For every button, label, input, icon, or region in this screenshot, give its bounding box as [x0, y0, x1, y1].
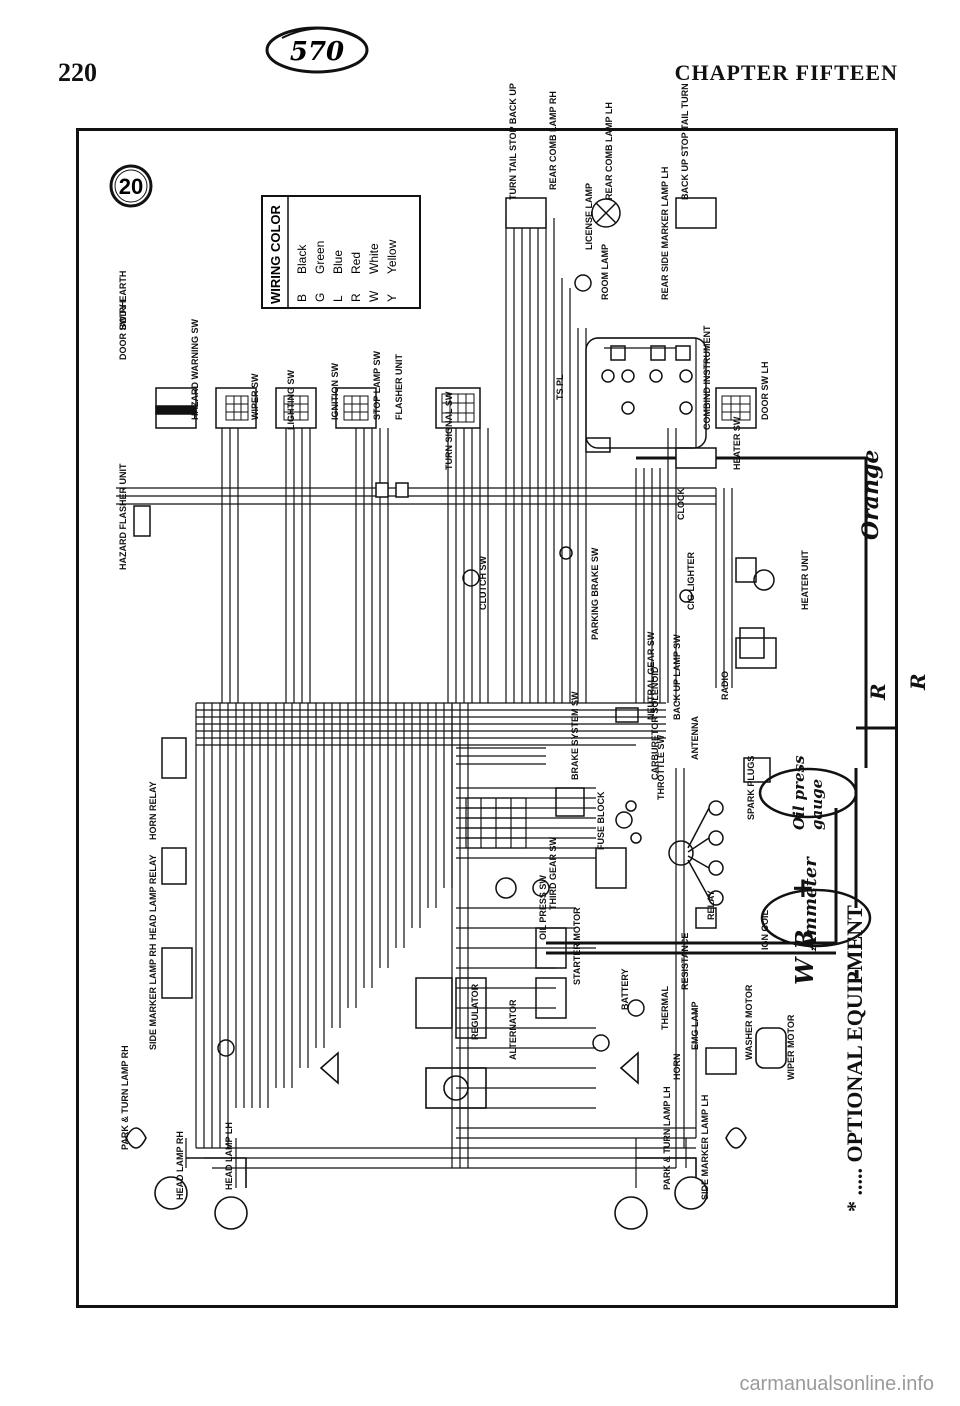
legend-color-name: Black [295, 244, 309, 274]
washer-motor [755, 1027, 787, 1069]
asterisk-marker: * ..... [842, 1162, 867, 1212]
handwritten-plus: + [786, 876, 819, 900]
fuse-block [465, 797, 527, 849]
component-label: HEAD LAMP RH [175, 1131, 185, 1200]
component-label: RELAY [706, 890, 716, 920]
page-number: 220 [58, 58, 97, 87]
component-label: WASHER MOTOR [744, 984, 754, 1060]
component-label: REAR COMB LAMP LH [604, 102, 614, 200]
chapter-title: CHAPTER FIFTEEN [674, 60, 898, 85]
component-label: FLASHER UNIT [394, 354, 404, 420]
legend-color-name: Blue [331, 250, 345, 274]
handwritten-gauges [758, 767, 872, 948]
component-label: PARK & TURN LAMP RH [120, 1045, 130, 1150]
component-label: PARKING BRAKE SW [590, 547, 600, 640]
optional-equipment-label: OPTIONAL EQUIPMENT [842, 905, 867, 1163]
handwritten-r1: R [866, 683, 890, 700]
component-label: TURN TAIL STOP BACK UP [508, 83, 518, 200]
component-label: BATTERY [620, 968, 630, 1011]
legend-color-name: Yellow [385, 239, 399, 274]
component-label: STARTER MOTOR [572, 907, 582, 985]
legend-title: WIRING COLOR [268, 204, 283, 304]
component-label: RESISTANCE [680, 932, 690, 990]
component-label: WIPER SW [250, 373, 260, 421]
component-label: CIG LIGHTER [686, 552, 696, 610]
component-label: HEATER UNIT [800, 550, 810, 610]
component-label: THERMAL [660, 986, 670, 1030]
watermark: carmanualsonline.info [739, 1373, 934, 1395]
component-label: DOOR SW RH [118, 300, 128, 361]
legend-code: B [295, 294, 309, 302]
wiring-harness [116, 218, 898, 1188]
optional-equipment-note: * ..... OPTIONAL EQUIPMENT [842, 905, 868, 1212]
relays-and-motors [161, 637, 777, 1075]
combined-instrument [585, 337, 707, 449]
handwritten-wb: W B [790, 929, 819, 985]
component-label: LIGHTING SW [286, 370, 296, 430]
lamp-symbols [217, 198, 775, 1057]
component-label: TURN SIGNAL SW [444, 391, 454, 470]
component-label: BACK UP STOP TAIL TURN [680, 83, 690, 200]
component-label: HEAD LAMP RELAY [148, 854, 158, 940]
legend-code: W [367, 290, 381, 302]
component-label: IGN COIL [760, 910, 770, 950]
component-label: SIDE MARKER LAMP RH [148, 943, 158, 1050]
component-label: IGNITION SW [330, 363, 340, 420]
component-label: REAR COMB LAMP RH [548, 91, 558, 190]
front-lamps [125, 1127, 747, 1230]
legend-color-name: White [367, 243, 381, 274]
wiring-diagram-frame [76, 128, 898, 1308]
component-label: HAZARD FLASHER UNIT [118, 463, 128, 571]
component-label: CLOCK [676, 488, 686, 520]
component-label: THIRD GEAR SW [548, 837, 558, 910]
component-label: OIL PRESS SW [538, 875, 548, 940]
alternator [425, 1067, 487, 1109]
component-label: ALTERNATOR [508, 999, 518, 1061]
component-label: HEAD LAMP LH [224, 1122, 234, 1190]
component-label: ANTENNA [690, 716, 700, 760]
legend-code: R [349, 293, 363, 302]
component-label: ROOM LAMP [600, 244, 610, 300]
handwritten-oil-gauge: Oil press gauge [790, 755, 826, 830]
component-label: CLUTCH SW [478, 556, 488, 610]
horn-symbols [319, 1051, 639, 1085]
component-label: PARK & TURN LAMP LH [662, 1086, 672, 1190]
component-label: REAR SIDE MARKER LAMP LH [660, 166, 670, 300]
legend-code: G [313, 293, 327, 302]
component-label: LICENSE LAMP [584, 182, 594, 250]
component-label: COMBIND INSTRUMENT [702, 325, 712, 431]
handwritten-orange: Orange [858, 449, 884, 540]
legend-color-name: Green [313, 241, 327, 274]
spark-plugs [668, 800, 724, 906]
legend-code: Y [385, 294, 399, 302]
component-label: SPARK PLUGS [746, 755, 756, 820]
component-label: TS PL [555, 374, 565, 400]
component-label: HORN [672, 1053, 682, 1081]
legend-code: L [331, 295, 345, 302]
figure-number-badge: 20 [109, 164, 153, 208]
component-label: WIPER MOTOR [786, 1014, 796, 1080]
component-label: FUSE BLOCK [596, 791, 606, 851]
handwritten-r2: R [906, 673, 930, 690]
handwritten-page-stamp: 570 [265, 26, 369, 74]
component-label: BACK UP LAMP SW [672, 634, 682, 720]
figure-number: 20 [119, 174, 143, 199]
switch-connectors [133, 197, 765, 659]
component-label: SIDE MARKER LAMP LH [700, 1094, 710, 1200]
handwritten-number: 570 [290, 37, 344, 67]
component-label: HAZARD WARNING SW [190, 319, 200, 420]
component-label: RADIO [720, 671, 730, 700]
switch-grids [225, 393, 751, 423]
component-label: HORN RELAY [148, 781, 158, 840]
component-label: HEATER SW [732, 416, 742, 470]
legend-color-name: Red [349, 252, 363, 274]
component-label: STOP LAMP SW [372, 350, 382, 420]
component-label: THROTTLE SW [656, 735, 666, 800]
component-label: EMG LAMP [690, 1001, 700, 1051]
component-label: DOOR SW LH [760, 361, 770, 421]
component-label: BRAKE SYSTEM SW [570, 691, 580, 780]
component-label: REGULATOR [470, 983, 480, 1040]
